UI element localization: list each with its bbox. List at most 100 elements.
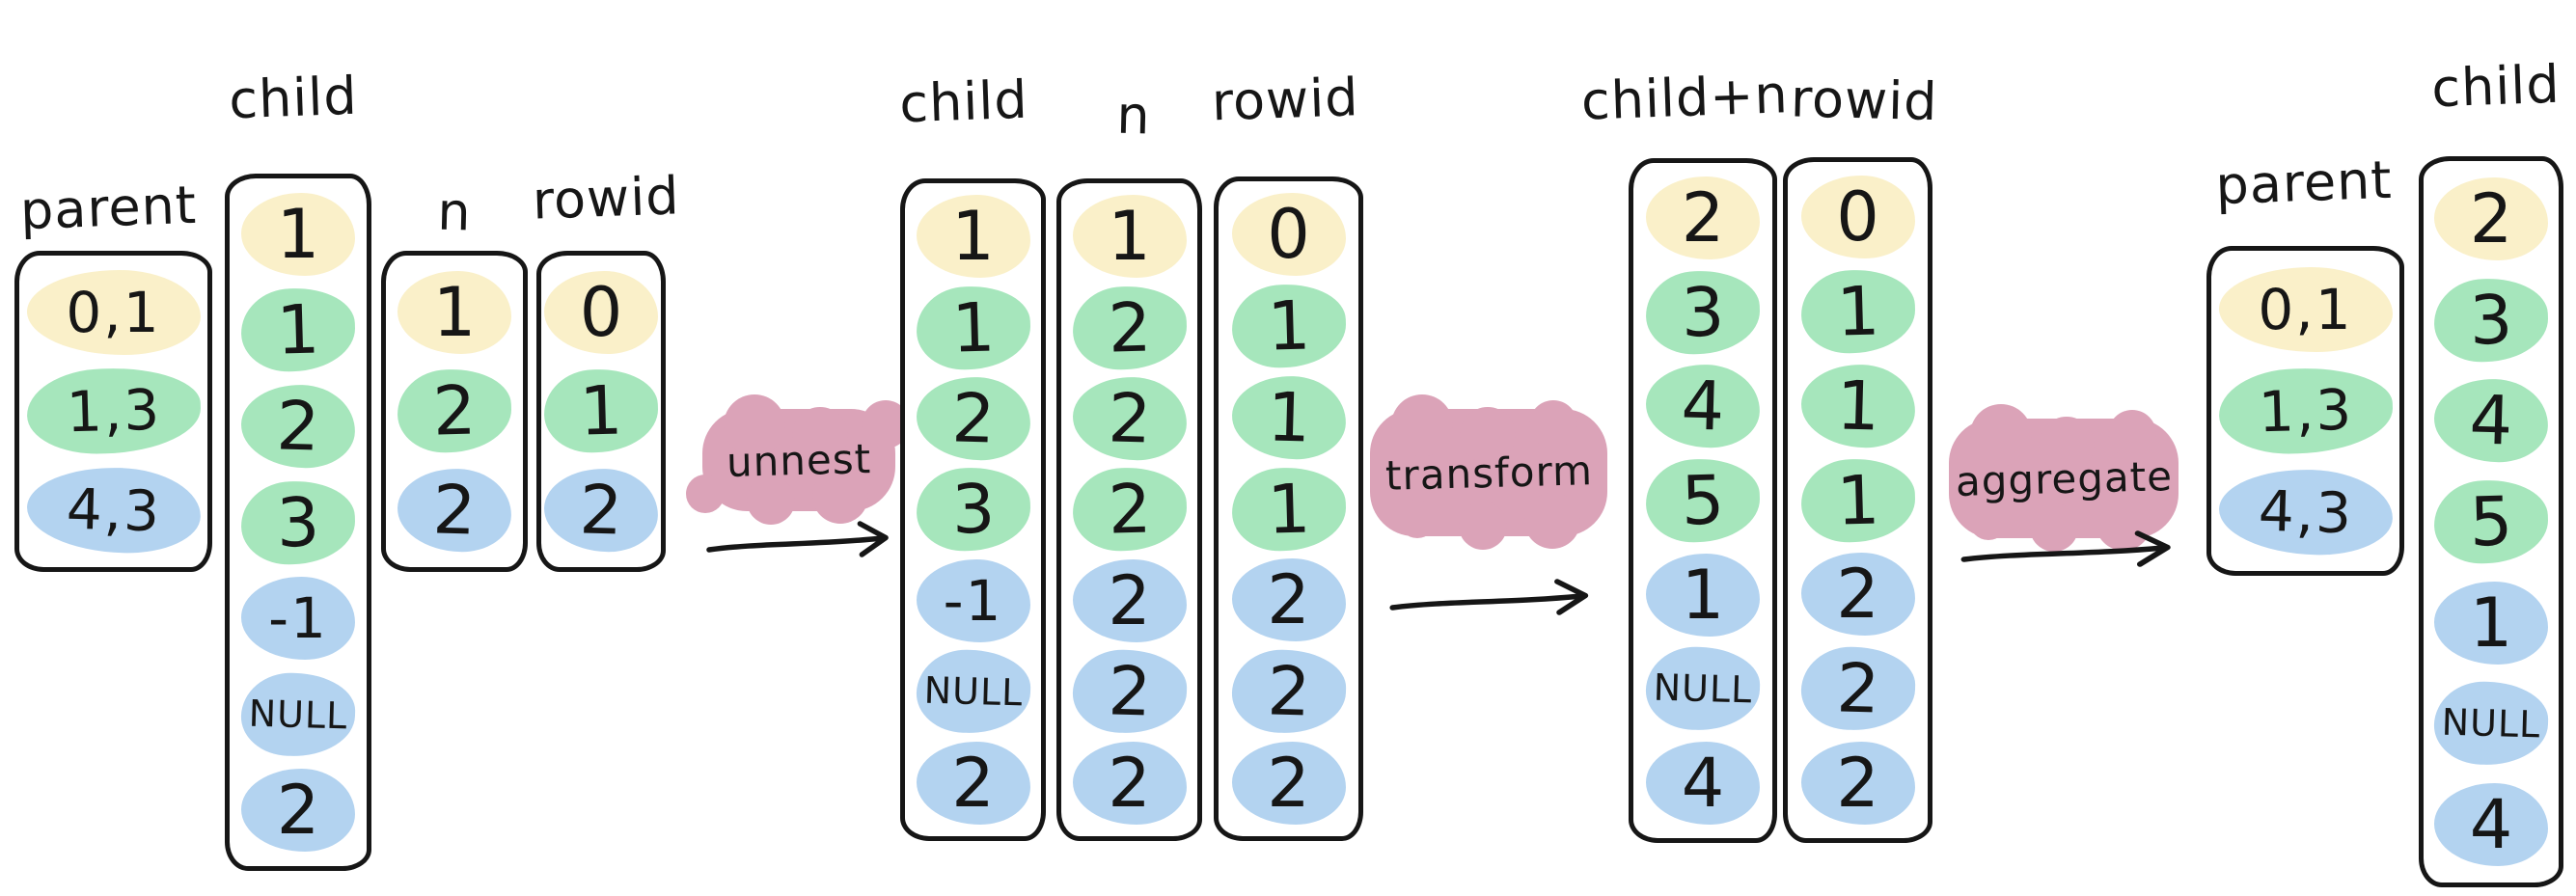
- table-row: 2: [230, 762, 367, 858]
- value-highlight-blob: 1: [1230, 283, 1347, 369]
- unnest-arrow-icon: [706, 521, 889, 557]
- table-row: 1,3: [19, 362, 207, 460]
- column-header-child: child: [898, 68, 1029, 135]
- cell-value: 1: [950, 287, 996, 368]
- cell-value: 2: [1267, 743, 1310, 823]
- value-highlight-blob: 2: [542, 467, 660, 554]
- column-header-parent: parent: [2214, 149, 2394, 217]
- cell-value: 2: [1681, 177, 1725, 258]
- table-row: 1: [386, 263, 523, 362]
- value-highlight-blob: 4,3: [25, 465, 202, 556]
- value-highlight-blob: NULL: [239, 671, 357, 758]
- value-highlight-blob: 2: [1072, 558, 1187, 642]
- cell-value: 2: [1267, 560, 1310, 640]
- cell-value: 1: [1835, 459, 1880, 541]
- cell-value: 1: [1266, 377, 1311, 458]
- value-highlight-blob: 0,1: [26, 270, 201, 356]
- value-highlight-blob: 2: [1071, 284, 1188, 371]
- column-header-rowid: rowid: [1790, 68, 1939, 133]
- value-highlight-blob: NULL: [2432, 680, 2550, 767]
- table-row: 1: [905, 191, 1041, 282]
- value-highlight-blob: 1: [1799, 456, 1916, 544]
- value-highlight-blob: 2: [916, 741, 1030, 825]
- transform-arrow-icon: [1389, 579, 1589, 615]
- cell-value: 1: [2469, 583, 2513, 663]
- cell-value: -1: [268, 585, 328, 652]
- cell-value: 2: [1107, 378, 1152, 459]
- cell-value: 0,1: [66, 280, 161, 346]
- cell-value: 3: [1680, 271, 1726, 353]
- operation-badge-aggregate: aggregate: [1949, 404, 2179, 551]
- cell-value: 0: [1836, 176, 1879, 257]
- cell-value: 1: [1108, 197, 1151, 277]
- value-highlight-blob: 2: [915, 375, 1031, 462]
- cell-value: 1: [276, 194, 320, 274]
- value-highlight-blob: 4: [1646, 742, 1760, 826]
- cell-value: NULL: [1653, 666, 1753, 712]
- value-highlight-blob: 4: [2432, 377, 2550, 465]
- table-row: NULL: [1633, 642, 1772, 737]
- table-row: 0,1: [2211, 258, 2399, 360]
- cell-value: 4: [1680, 366, 1726, 447]
- value-highlight-blob: 3: [915, 466, 1031, 554]
- cell-value: 0: [579, 273, 623, 353]
- cell-value: 2: [578, 470, 624, 551]
- table-row: NULL: [2424, 673, 2559, 774]
- value-highlight-blob: 1: [1646, 553, 1760, 637]
- table-row: 1: [1061, 191, 1197, 282]
- value-highlight-blob: 1: [239, 286, 357, 373]
- value-highlight-blob: 2: [1799, 645, 1916, 732]
- cell-value: 4: [2468, 380, 2514, 462]
- column-header-parent: parent: [18, 174, 199, 242]
- cell-value: 2: [1836, 744, 1879, 824]
- cell-value: NULL: [248, 692, 348, 738]
- value-highlight-blob: 2: [1231, 558, 1346, 642]
- value-highlight-blob: 1: [1799, 268, 1916, 355]
- table-transformed-rowid: 0 1 1 1 2 2 2: [1783, 157, 1932, 843]
- value-highlight-blob: 3: [1644, 268, 1762, 356]
- value-highlight-blob: 2: [239, 383, 357, 470]
- column-header-child-plus-n: child+n: [1579, 64, 1790, 132]
- value-highlight-blob: 1,3: [2217, 366, 2394, 456]
- cell-value: 1: [951, 197, 995, 277]
- cell-value: 4: [1681, 744, 1725, 824]
- table-row: 2: [1061, 373, 1197, 464]
- value-highlight-blob: 2: [1071, 375, 1188, 462]
- table-row: 2: [541, 461, 661, 559]
- cell-value: 3: [275, 481, 321, 563]
- table-row: 1: [1788, 264, 1928, 359]
- table-row: 5: [2424, 472, 2559, 573]
- cell-value: 1: [1835, 366, 1880, 447]
- table-row: 2: [1219, 737, 1358, 828]
- table-row: 2: [1219, 646, 1358, 738]
- cell-value: 1: [1681, 555, 1725, 635]
- table-row: 5: [1633, 453, 1772, 548]
- cell-value: 2: [951, 743, 995, 823]
- table-row: 0,1: [19, 263, 207, 362]
- value-highlight-blob: 2: [1800, 553, 1915, 637]
- table-row: 3: [2424, 270, 2559, 371]
- table-row: 0: [1219, 189, 1358, 281]
- cell-value: 2: [1836, 555, 1879, 635]
- column-header-rowid: rowid: [1210, 67, 1360, 133]
- operation-badge-transform: transform: [1370, 394, 1607, 549]
- cell-value: 2: [431, 370, 478, 452]
- column-header-child: child: [228, 65, 359, 131]
- column-header-n: n: [1115, 84, 1152, 147]
- cell-value: 5: [2468, 481, 2514, 562]
- table-row: 1: [1219, 463, 1358, 555]
- operation-badge-unnest: unnest: [702, 394, 895, 524]
- table-row: 1: [905, 282, 1041, 372]
- table-row: 0: [541, 263, 661, 362]
- value-highlight-blob: 2: [396, 367, 513, 455]
- cell-value: 2: [1266, 651, 1311, 732]
- table-row: 0: [1788, 170, 1928, 264]
- table-row: 1: [1633, 548, 1772, 642]
- table-row: 3: [230, 475, 367, 571]
